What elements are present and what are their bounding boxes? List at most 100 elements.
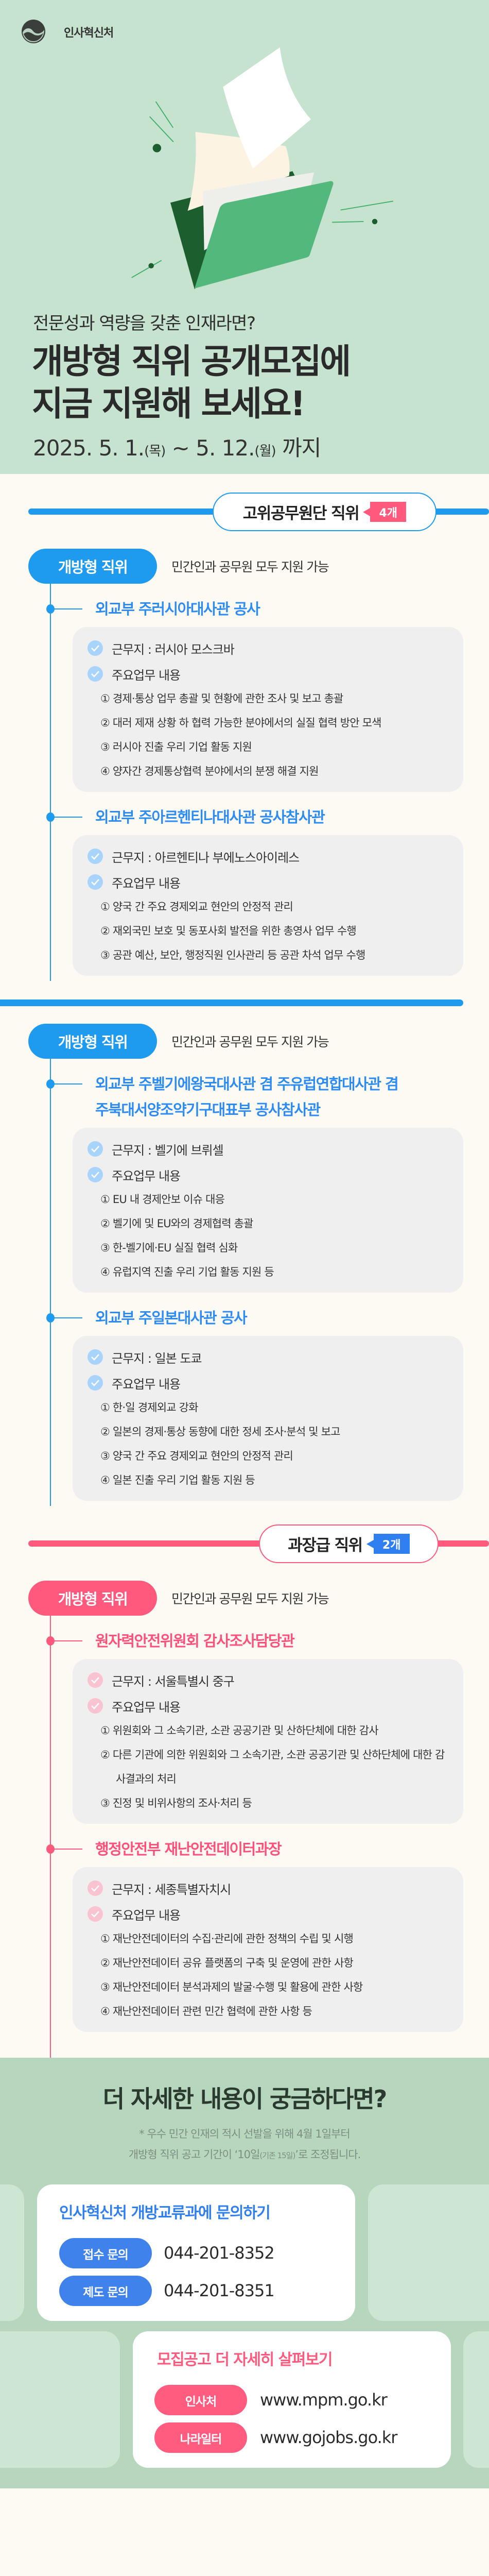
job-title: 원자력안전위원회 감사조사담당관 xyxy=(95,1628,489,1654)
start-day: (목) xyxy=(144,444,166,459)
location-text: 근무지 : 일본 도쿄 xyxy=(112,1351,202,1366)
job-title: 외교부 주아르헨티나대사관 공사참사관 xyxy=(95,804,489,830)
check-icon xyxy=(88,666,103,682)
timeline-connector xyxy=(50,1640,82,1641)
duties-list: ① 양국 간 주요 경제외교 현안의 안정적 관리 ② 재외국민 보호 및 동포사… xyxy=(73,895,463,968)
timeline-line xyxy=(50,1059,51,1506)
job-title-line: 주북대서양조약기구대표부 공사참사관 xyxy=(95,1101,321,1118)
duties-label: 주요업무 내용 xyxy=(112,668,181,683)
timeline-connector xyxy=(50,817,82,818)
check-icon xyxy=(88,849,103,864)
duty-item: ① 위원회와 그 소속기관, 소관 공공기관 및 산하단체에 대한 감사 xyxy=(100,1724,379,1737)
work-location: 근무지 : 서울특별시 중구 xyxy=(73,1667,463,1693)
work-location: 근무지 : 일본 도쿄 xyxy=(73,1344,463,1370)
open-position-badge: 개방형 직위 xyxy=(28,1024,157,1059)
count-badge: 2개 xyxy=(366,1534,410,1554)
reception-inquiry-label: 접수 문의 xyxy=(59,2238,152,2268)
job-title-line: 행정안전부 재난안전데이터과장 xyxy=(95,1840,282,1858)
check-icon xyxy=(88,874,103,890)
duties-label: 주요업무 내용 xyxy=(112,876,181,891)
check-icon xyxy=(88,1906,103,1922)
timeline-connector xyxy=(50,1083,82,1084)
end-day: (월) xyxy=(254,444,276,459)
check-icon xyxy=(88,640,103,656)
application-period: 2025. 5. 1.(목) ~ 5. 12.(월) 까지 xyxy=(33,431,321,462)
mpm-url-link[interactable]: www.mpm.go.kr xyxy=(260,2390,388,2410)
date-separator: ~ xyxy=(165,435,196,461)
section-director: 과장급 직위 2개 개방형 직위 민간인과 공무원 모두 지원 가능 원자력안전… xyxy=(0,1506,489,2058)
duty-item: ② 재난안전데이터 공유 플랫폼의 구축 및 운영에 관한 사항 xyxy=(100,1957,354,1969)
gojobs-link-label: 나라일터 xyxy=(154,2422,247,2453)
duty-item: ③ 한-벨기에·EU 실질 협력 심화 xyxy=(100,1242,238,1254)
duty-item: ④ 일본 진출 우리 기업 활동 지원 등 xyxy=(100,1474,255,1486)
location-text: 근무지 : 러시아 모스크바 xyxy=(112,642,235,657)
duty-item: ① EU 내 경제안보 이슈 대응 xyxy=(100,1193,225,1206)
duties-heading: 주요업무 내용 xyxy=(73,1370,463,1396)
section-senior: 고위공무원단 직위 4개 개방형 직위 민간인과 공무원 모두 지원 가능 외교… xyxy=(0,474,489,1506)
section-header-pill: 과장급 직위 2개 xyxy=(259,1524,439,1563)
decorative-card xyxy=(368,2184,489,2321)
notice-line-1: * 우수 민간 인재의 적시 선발을 위해 4월 1일부터 xyxy=(139,2128,350,2140)
open-position-badge: 개방형 직위 xyxy=(28,1581,157,1616)
location-text: 근무지 : 벨기에 브뤼셀 xyxy=(112,1143,224,1158)
work-location: 근무지 : 아르헨티나 부에노스아이레스 xyxy=(73,843,463,869)
decorative-card xyxy=(0,2184,24,2321)
timeline-line xyxy=(50,584,51,981)
section-header-pill: 고위공무원단 직위 4개 xyxy=(213,493,436,531)
timeline-connector xyxy=(50,1317,82,1318)
hero-headline-line-1: 개방형 직위 공개모집에 xyxy=(32,342,351,381)
contact-footer: 더 자세한 내용이 궁금하다면? * 우수 민간 인재의 적시 선발을 위해 4… xyxy=(0,2058,489,2488)
eligibility-text: 민간인과 공무원 모두 지원 가능 xyxy=(171,1591,329,1606)
duties-label: 주요업무 내용 xyxy=(112,1700,181,1715)
notice-text: 개방형 직위 공고 기간이 ‘10일 xyxy=(128,2148,260,2161)
contact-card-title: 인사혁신처 개방교류과에 문의하기 xyxy=(59,2204,271,2222)
check-icon xyxy=(88,1141,103,1157)
duties-heading: 주요업무 내용 xyxy=(73,1901,463,1927)
duty-item: ① 경제·통상 업무 총괄 및 현황에 관한 조사 및 보고 총괄 xyxy=(100,692,343,705)
location-text: 근무지 : 아르헨티나 부에노스아이레스 xyxy=(112,850,300,865)
section-header-senior: 고위공무원단 직위 4개 xyxy=(0,493,489,531)
policy-phone[interactable]: 044-201-8351 xyxy=(164,2281,275,2300)
duties-label: 주요업무 내용 xyxy=(112,1168,181,1183)
gojobs-url-link[interactable]: www.gojobs.go.kr xyxy=(260,2428,397,2447)
section-category: 고위공무원단 직위 xyxy=(242,504,360,523)
check-icon xyxy=(88,1375,103,1391)
duty-item: ② 재외국민 보호 및 동포사회 발전을 위한 총영사 업무 수행 xyxy=(100,925,357,937)
duty-item: ① 양국 간 주요 경제외교 현안의 안정적 관리 xyxy=(100,901,293,913)
duty-item: ③ 공관 예산, 보안, 행정직원 인사관리 등 공관 차석 업무 수행 xyxy=(100,949,365,961)
timeline-connector xyxy=(50,1849,82,1850)
position-group: 개방형 직위 민간인과 공무원 모두 지원 가능 원자력안전위원회 감사조사담당… xyxy=(0,1581,489,2058)
job-title-line: 외교부 주아르헨티나대사관 공사참사관 xyxy=(95,808,325,826)
notice-line-2: 개방형 직위 공고 기간이 ‘10일(기존 15일)’로 조정됩니다. xyxy=(0,2144,489,2166)
duty-item: ③ 러시아 진출 우리 기업 활동 지원 xyxy=(100,741,252,753)
hero-headline-line-2: 지금 지원해 보세요! xyxy=(32,384,306,423)
links-card-title: 모집공고 더 자세히 살펴보기 xyxy=(157,2351,333,2369)
job-title-line: 원자력안전위원회 감사조사담당관 xyxy=(95,1632,295,1650)
links-card: 모집공고 더 자세히 살펴보기 인사처 www.mpm.go.kr 나라일터 w… xyxy=(133,2331,451,2468)
duty-item: ③ 재난안전데이터 분석과제의 발굴·수행 및 활용에 관한 사항 xyxy=(100,1981,363,1993)
duty-item: ④ 유럽지역 진출 우리 기업 활동 지원 등 xyxy=(100,1266,274,1278)
reception-phone[interactable]: 044-201-8352 xyxy=(164,2243,275,2263)
duty-item: ① 재난안전데이터의 수집·관리에 관한 정책의 수립 및 시행 xyxy=(100,1933,354,1945)
footer-heading: 더 자세한 내용이 궁금하다면? xyxy=(102,2085,388,2113)
government-logo-icon xyxy=(22,20,45,43)
notice-text: ’로 조정됩니다. xyxy=(295,2148,361,2161)
group-end-bar xyxy=(0,999,463,1006)
work-location: 근무지 : 벨기에 브뤼셀 xyxy=(73,1136,463,1162)
check-icon xyxy=(88,1349,103,1365)
duty-item: ① 한·일 경제외교 강화 xyxy=(100,1401,198,1414)
decorative-card xyxy=(0,2331,120,2468)
duty-item: ③ 양국 간 주요 경제외교 현안의 안정적 관리 xyxy=(100,1450,293,1462)
duties-list: ① 재난안전데이터의 수집·관리에 관한 정책의 수립 및 시행 ② 재난안전데이… xyxy=(73,1927,463,2024)
